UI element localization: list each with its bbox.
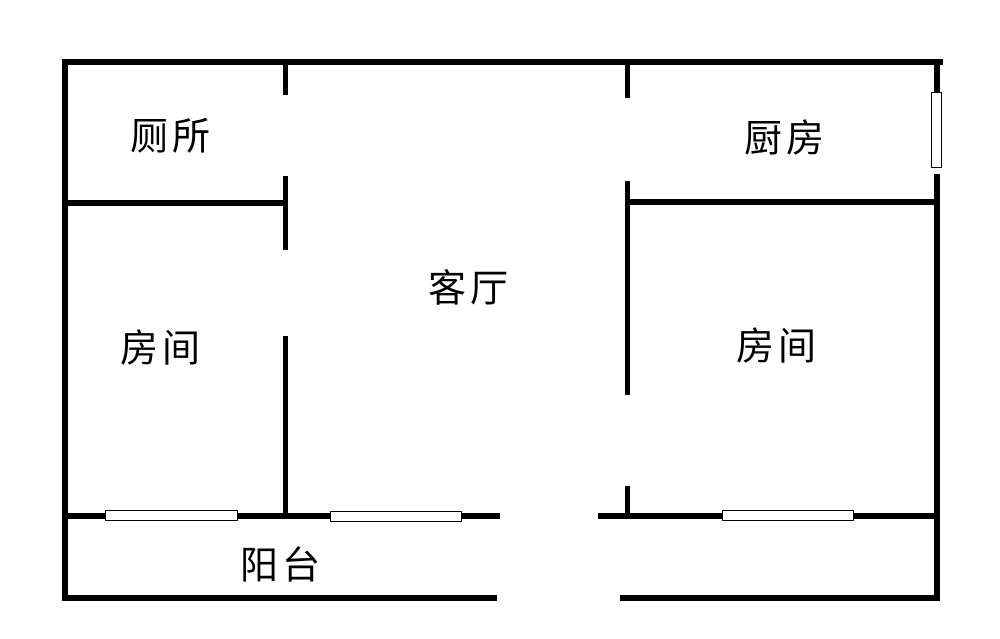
kitchen-window (931, 92, 942, 168)
window-left-bedroom (105, 510, 238, 521)
partition-right-top (625, 62, 630, 98)
label-bedroom-right: 房间 (735, 324, 821, 369)
label-toilet: 厕所 (129, 114, 215, 159)
wall-right-upper (934, 59, 940, 93)
kitchen-wall-bottom (625, 199, 937, 205)
label-bedroom-left: 房间 (119, 326, 205, 371)
partition-right-bottom (625, 486, 630, 516)
balcony-wall-left (62, 513, 500, 519)
toilet-wall-bottom (62, 200, 288, 206)
partition-left-mid (283, 176, 288, 250)
partition-left-bottom (283, 336, 288, 516)
wall-bottom-right (620, 595, 940, 601)
label-balcony: 阳台 (239, 543, 325, 588)
wall-bottom-left (62, 595, 497, 601)
window-living-room (330, 511, 462, 522)
wall-right-lower (934, 174, 940, 601)
window-right-bedroom (722, 510, 854, 521)
partition-right-mid (625, 181, 630, 395)
wall-left (62, 59, 68, 601)
partition-left-top (283, 62, 288, 95)
label-living-room: 客厅 (427, 266, 513, 311)
label-kitchen: 厨房 (743, 116, 829, 161)
wall-top (62, 59, 943, 65)
